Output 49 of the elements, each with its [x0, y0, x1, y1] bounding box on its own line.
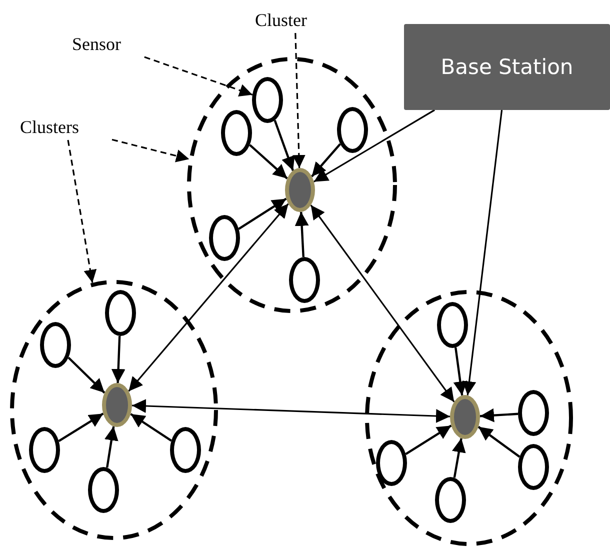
leader-line — [292, 32, 306, 168]
arrow — [111, 336, 126, 384]
arrow — [405, 424, 452, 456]
arrow — [104, 426, 118, 468]
base-station-box: Base Station — [404, 24, 610, 110]
arrow — [452, 438, 466, 478]
sensor-node — [337, 107, 368, 153]
cluster-boundary — [365, 290, 573, 546]
arrow — [130, 413, 172, 442]
arrow — [462, 110, 503, 396]
arrow — [310, 143, 342, 178]
arrow — [480, 408, 518, 422]
cluster-head-node — [450, 395, 480, 439]
arrow — [132, 399, 450, 423]
sensor-node — [170, 427, 201, 473]
arrow — [274, 120, 295, 171]
leader-line — [144, 56, 253, 97]
sensor-node — [105, 290, 136, 336]
cluster-boundary — [10, 280, 218, 540]
arrow — [249, 144, 288, 180]
arrow — [238, 198, 287, 230]
callout-label: Sensor — [72, 33, 148, 57]
arrow — [478, 426, 520, 458]
cluster-head-node — [285, 168, 315, 212]
sensor-node — [40, 322, 71, 368]
arrow — [453, 347, 468, 396]
arrow — [128, 203, 289, 392]
sensor-node — [289, 257, 320, 303]
arrow — [58, 412, 104, 442]
leader-line — [67, 140, 97, 283]
sensor-node — [88, 467, 119, 513]
sensor-node — [518, 444, 549, 490]
callout-label: Cluster — [255, 9, 335, 33]
sensor-node — [221, 110, 252, 156]
arrow — [68, 356, 106, 394]
sensor-node — [518, 390, 549, 436]
arrow — [294, 212, 309, 258]
cluster-head-node — [102, 383, 132, 427]
arrow — [314, 109, 435, 182]
sensor-node — [437, 302, 468, 348]
sensor-node — [252, 77, 283, 123]
sensor-node — [435, 477, 466, 523]
sensor-node — [209, 215, 240, 261]
cluster-boundary — [187, 57, 397, 313]
leader-line — [112, 138, 190, 162]
sensor-node — [376, 440, 407, 486]
arrow — [310, 204, 455, 402]
sensor-node — [29, 427, 60, 473]
callout-label: Clusters — [20, 116, 112, 140]
